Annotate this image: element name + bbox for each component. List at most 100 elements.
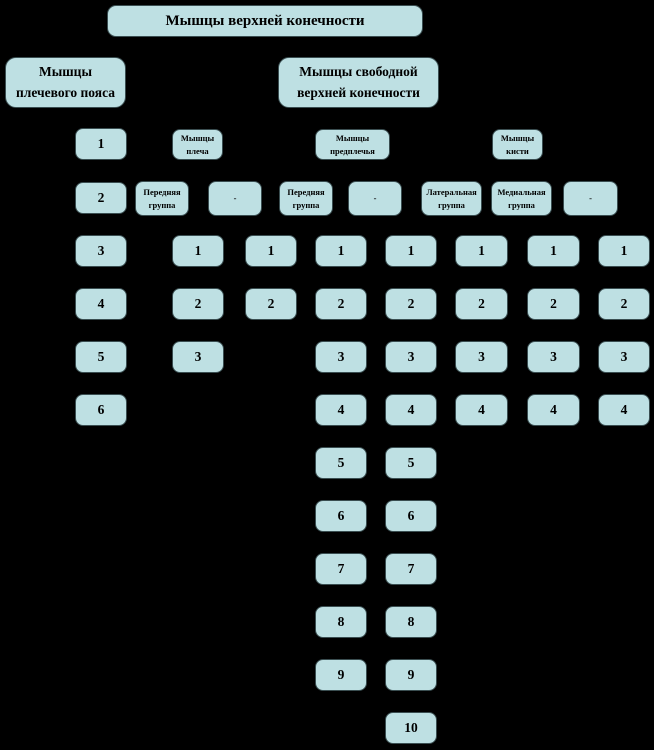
node-label: 8: [337, 613, 345, 629]
node-hand-grp2-2: 2: [527, 288, 580, 320]
node-label: 1: [267, 242, 275, 258]
node-label: 2: [620, 295, 628, 311]
node-label: 2: [337, 295, 345, 311]
node-label: 3: [550, 348, 557, 364]
node-label: 3: [194, 348, 202, 364]
node-label: 3: [620, 348, 628, 364]
node-label: группа: [292, 199, 320, 210]
node-label: 5: [97, 348, 105, 364]
node-label: Мышцы: [500, 133, 535, 144]
node-girdle-3: 3: [75, 235, 127, 267]
node-label: 1: [194, 242, 202, 258]
node-label: 4: [620, 401, 628, 417]
node-title: Мышцы верхней конечности: [107, 5, 423, 37]
node-label: 6: [407, 507, 415, 523]
node-arm-grp2-1: 1: [245, 235, 297, 267]
node-forearm-grp1-2: 2: [315, 288, 367, 320]
node-forearm-grp2-4: 4: [385, 394, 437, 426]
node-label: Мышцы: [39, 63, 92, 79]
node-girdle-1: 1: [75, 128, 127, 160]
node-forearm-grp1-8: 8: [315, 606, 367, 638]
node-label: 9: [337, 666, 345, 682]
node-label: 2: [97, 189, 105, 205]
node-free-upper-limb: Мышцы свободной верхней конечности: [278, 57, 439, 108]
node-forearm-grp2-3: 3: [385, 341, 437, 373]
node-hand-grp2-3: 3: [527, 341, 580, 373]
node-label: 1: [550, 242, 557, 258]
node-label: Мышцы свободной: [299, 63, 418, 79]
node-label: Передняя: [143, 187, 181, 198]
node-label: Латеральная: [426, 187, 477, 198]
node-forearm-grp2-9: 9: [385, 659, 437, 691]
node-label: 2: [550, 295, 557, 311]
node-label: Мышцы: [335, 133, 370, 144]
node-label: 2: [407, 295, 415, 311]
node-forearm-grp2-1: 1: [385, 235, 437, 267]
node-forearm-grp1-1: 1: [315, 235, 367, 267]
node-label: -: [233, 193, 237, 204]
node-label: 4: [407, 401, 415, 417]
node-forearm-grp1-7: 7: [315, 553, 367, 585]
node-label: Мышцы верхней конечности: [165, 13, 365, 29]
node-label: 5: [337, 454, 345, 470]
node-girdle-6: 6: [75, 394, 127, 426]
node-label: 10: [404, 719, 418, 735]
node-label: группа: [148, 199, 176, 210]
node-label: 5: [407, 454, 415, 470]
node-forearm-grp2-6: 6: [385, 500, 437, 532]
node-label: 4: [97, 295, 105, 311]
node-label: 2: [267, 295, 275, 311]
node-label: 1: [478, 242, 485, 258]
node-girdle-2: 2: [75, 182, 127, 214]
node-hand-grp2-4: 4: [527, 394, 580, 426]
node-label: 7: [337, 560, 345, 576]
node-label: предплечья: [330, 145, 375, 156]
node-forearm-grp2-10: 10: [385, 712, 437, 744]
node-label: 4: [550, 401, 557, 417]
node-hand-grp3-2: 2: [598, 288, 650, 320]
node-hand-grp1-4: 4: [455, 394, 508, 426]
node-label: 3: [407, 348, 415, 364]
node-arm-grp1-1: 1: [172, 235, 224, 267]
node-label: группа: [438, 199, 465, 210]
node-label: 3: [337, 348, 345, 364]
node-hand-grp1-1: 1: [455, 235, 508, 267]
node-arm-grp1-3: 3: [172, 341, 224, 373]
node-label: -: [373, 193, 377, 204]
node-label: 8: [407, 613, 415, 629]
node-label: 2: [478, 295, 485, 311]
node-label: 7: [407, 560, 415, 576]
node-hand-grp3-3: 3: [598, 341, 650, 373]
node-forearm-grp1-3: 3: [315, 341, 367, 373]
node-label: 1: [97, 135, 105, 151]
node-forearm-grp2-8: 8: [385, 606, 437, 638]
node-forearm-grp2-5: 5: [385, 447, 437, 479]
node-forearm-grp1-5: 5: [315, 447, 367, 479]
node-hand-grp1-3: 3: [455, 341, 508, 373]
node-label: плеча: [186, 145, 209, 156]
node-label: 4: [337, 401, 345, 417]
node-label: Мышцы: [180, 133, 215, 144]
node-label: кисти: [506, 145, 529, 156]
node-arm-grp1-2: 2: [172, 288, 224, 320]
node-label: 1: [620, 242, 628, 258]
node-label: Медиальная: [497, 187, 546, 198]
node-arm-grp2-2: 2: [245, 288, 297, 320]
node-girdle-4: 4: [75, 288, 127, 320]
node-forearm-grp2-2: 2: [385, 288, 437, 320]
node-label: 1: [407, 242, 415, 258]
node-hand-grp1-2: 2: [455, 288, 508, 320]
node-label: -: [589, 193, 592, 204]
node-hand-grp2-1: 1: [527, 235, 580, 267]
node-label: 9: [407, 666, 415, 682]
node-label: 4: [478, 401, 485, 417]
node-label: верхней конечности: [297, 84, 420, 100]
node-forearm-grp1-9: 9: [315, 659, 367, 691]
